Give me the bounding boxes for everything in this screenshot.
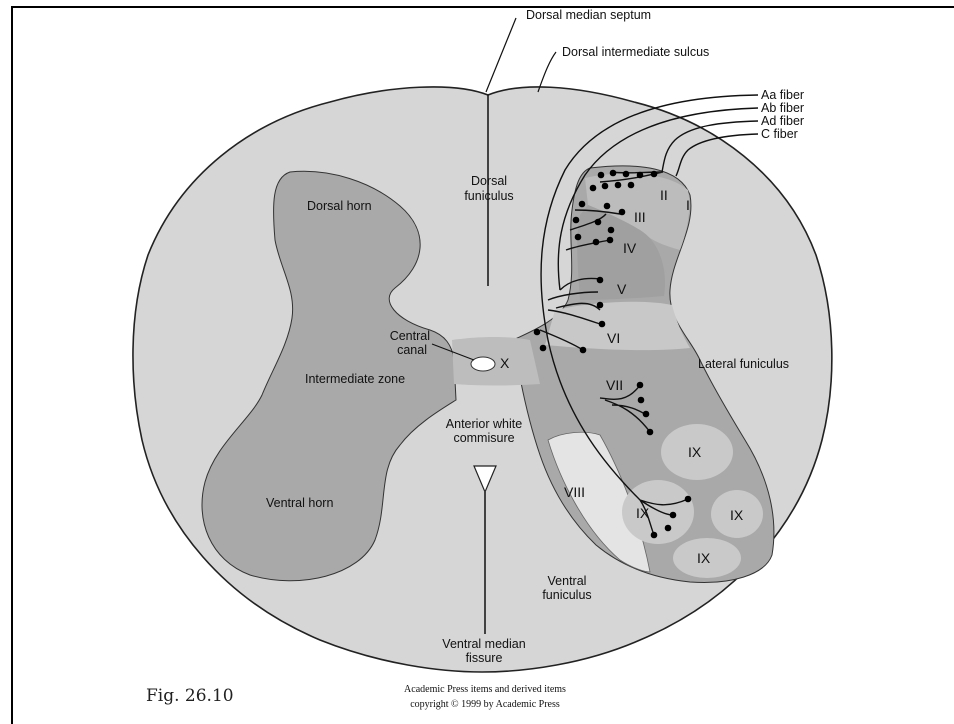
lamina-ix-label-3: IX — [730, 507, 744, 523]
c-fiber-label: C fiber — [761, 127, 798, 141]
lamina-i-label: I — [686, 197, 690, 213]
ventral-median-fissure-shape — [473, 465, 497, 494]
lamina-ix-label-4: IX — [697, 550, 711, 566]
lamina-ix-label-2: IX — [636, 505, 650, 521]
aa-fiber-label: Aa fiber — [761, 88, 804, 102]
central-canal-label-line2: canal — [397, 343, 427, 357]
central-canal-shape — [470, 356, 496, 372]
ventral-funiculus-label-line2: funiculus — [542, 588, 591, 602]
dorsal-funiculus-label-line2: funiculus — [464, 189, 513, 203]
ventral-funiculus-label-line1: Ventral — [548, 574, 587, 588]
lamina-ii-label: II — [660, 187, 668, 203]
c-fiber-path — [675, 133, 759, 177]
ventral-horn-label: Ventral horn — [266, 496, 333, 510]
gray-commissure — [452, 337, 540, 386]
dorsal-horn-label: Dorsal horn — [307, 199, 372, 213]
dorsal-median-septum-label: Dorsal median septum — [526, 8, 651, 22]
slide-frame — [11, 6, 954, 724]
lamina-x-label: X — [500, 355, 510, 371]
lamina-vi-region — [545, 301, 690, 351]
anterior-white-commisure-label-line1: Anterior white — [446, 417, 522, 431]
lamina-iii-label: III — [634, 209, 646, 225]
lamina-ix-cluster-4 — [673, 538, 741, 578]
dorsal-intermediate-sulcus-leader — [537, 51, 557, 93]
lamina-vi-label: VI — [607, 330, 620, 346]
copyright-line-1: Academic Press items and derived items — [404, 684, 566, 695]
dorsal-funiculus-label-line1: Dorsal — [471, 174, 507, 188]
ab-fiber-label: Ab fiber — [761, 101, 804, 115]
lamina-iv-label: IV — [623, 240, 637, 256]
ad-fiber-label: Ad fiber — [761, 114, 804, 128]
central-canal-label-line1: Central — [390, 329, 430, 343]
lamina-ix-cluster-2 — [622, 480, 694, 544]
central-canal-leader — [431, 343, 475, 361]
dorsal-intermediate-sulcus-label: Dorsal intermediate sulcus — [562, 45, 709, 59]
lamina-i-region — [585, 173, 690, 250]
left-gray-matter — [201, 170, 457, 582]
lamina-iii-iv-region — [577, 205, 665, 300]
ad-fiber-path — [661, 120, 759, 173]
synaptic-terminals — [533, 169, 692, 539]
lamina-v-label: V — [617, 281, 627, 297]
intermediate-zone-label: Intermediate zone — [305, 372, 405, 386]
dorsal-median-septum-leader — [485, 17, 517, 93]
ventral-median-fissure-label-line2: fissure — [466, 651, 503, 665]
anterior-white-commisure-label-line2: commisure — [453, 431, 514, 445]
lamina-vii-label: VII — [606, 377, 623, 393]
lamina-ix-cluster-1 — [661, 424, 733, 480]
figure-number-label: Fig. 26.10 — [146, 686, 234, 706]
ab-fiber-path — [557, 107, 759, 291]
lamina-ix-cluster-3 — [711, 490, 763, 538]
lamina-viii-label: VIII — [564, 484, 585, 500]
afferent-fibers — [539, 94, 759, 536]
copyright-line-2: copyright © 1999 by Academic Press — [410, 699, 560, 710]
lateral-funiculus-label: Lateral funiculus — [698, 357, 789, 371]
aa-fiber-path — [540, 94, 759, 501]
ventral-median-fissure-label-line1: Ventral median — [442, 637, 525, 651]
lamina-ix-label-1: IX — [688, 444, 702, 460]
lamina-viii-region — [547, 431, 651, 573]
